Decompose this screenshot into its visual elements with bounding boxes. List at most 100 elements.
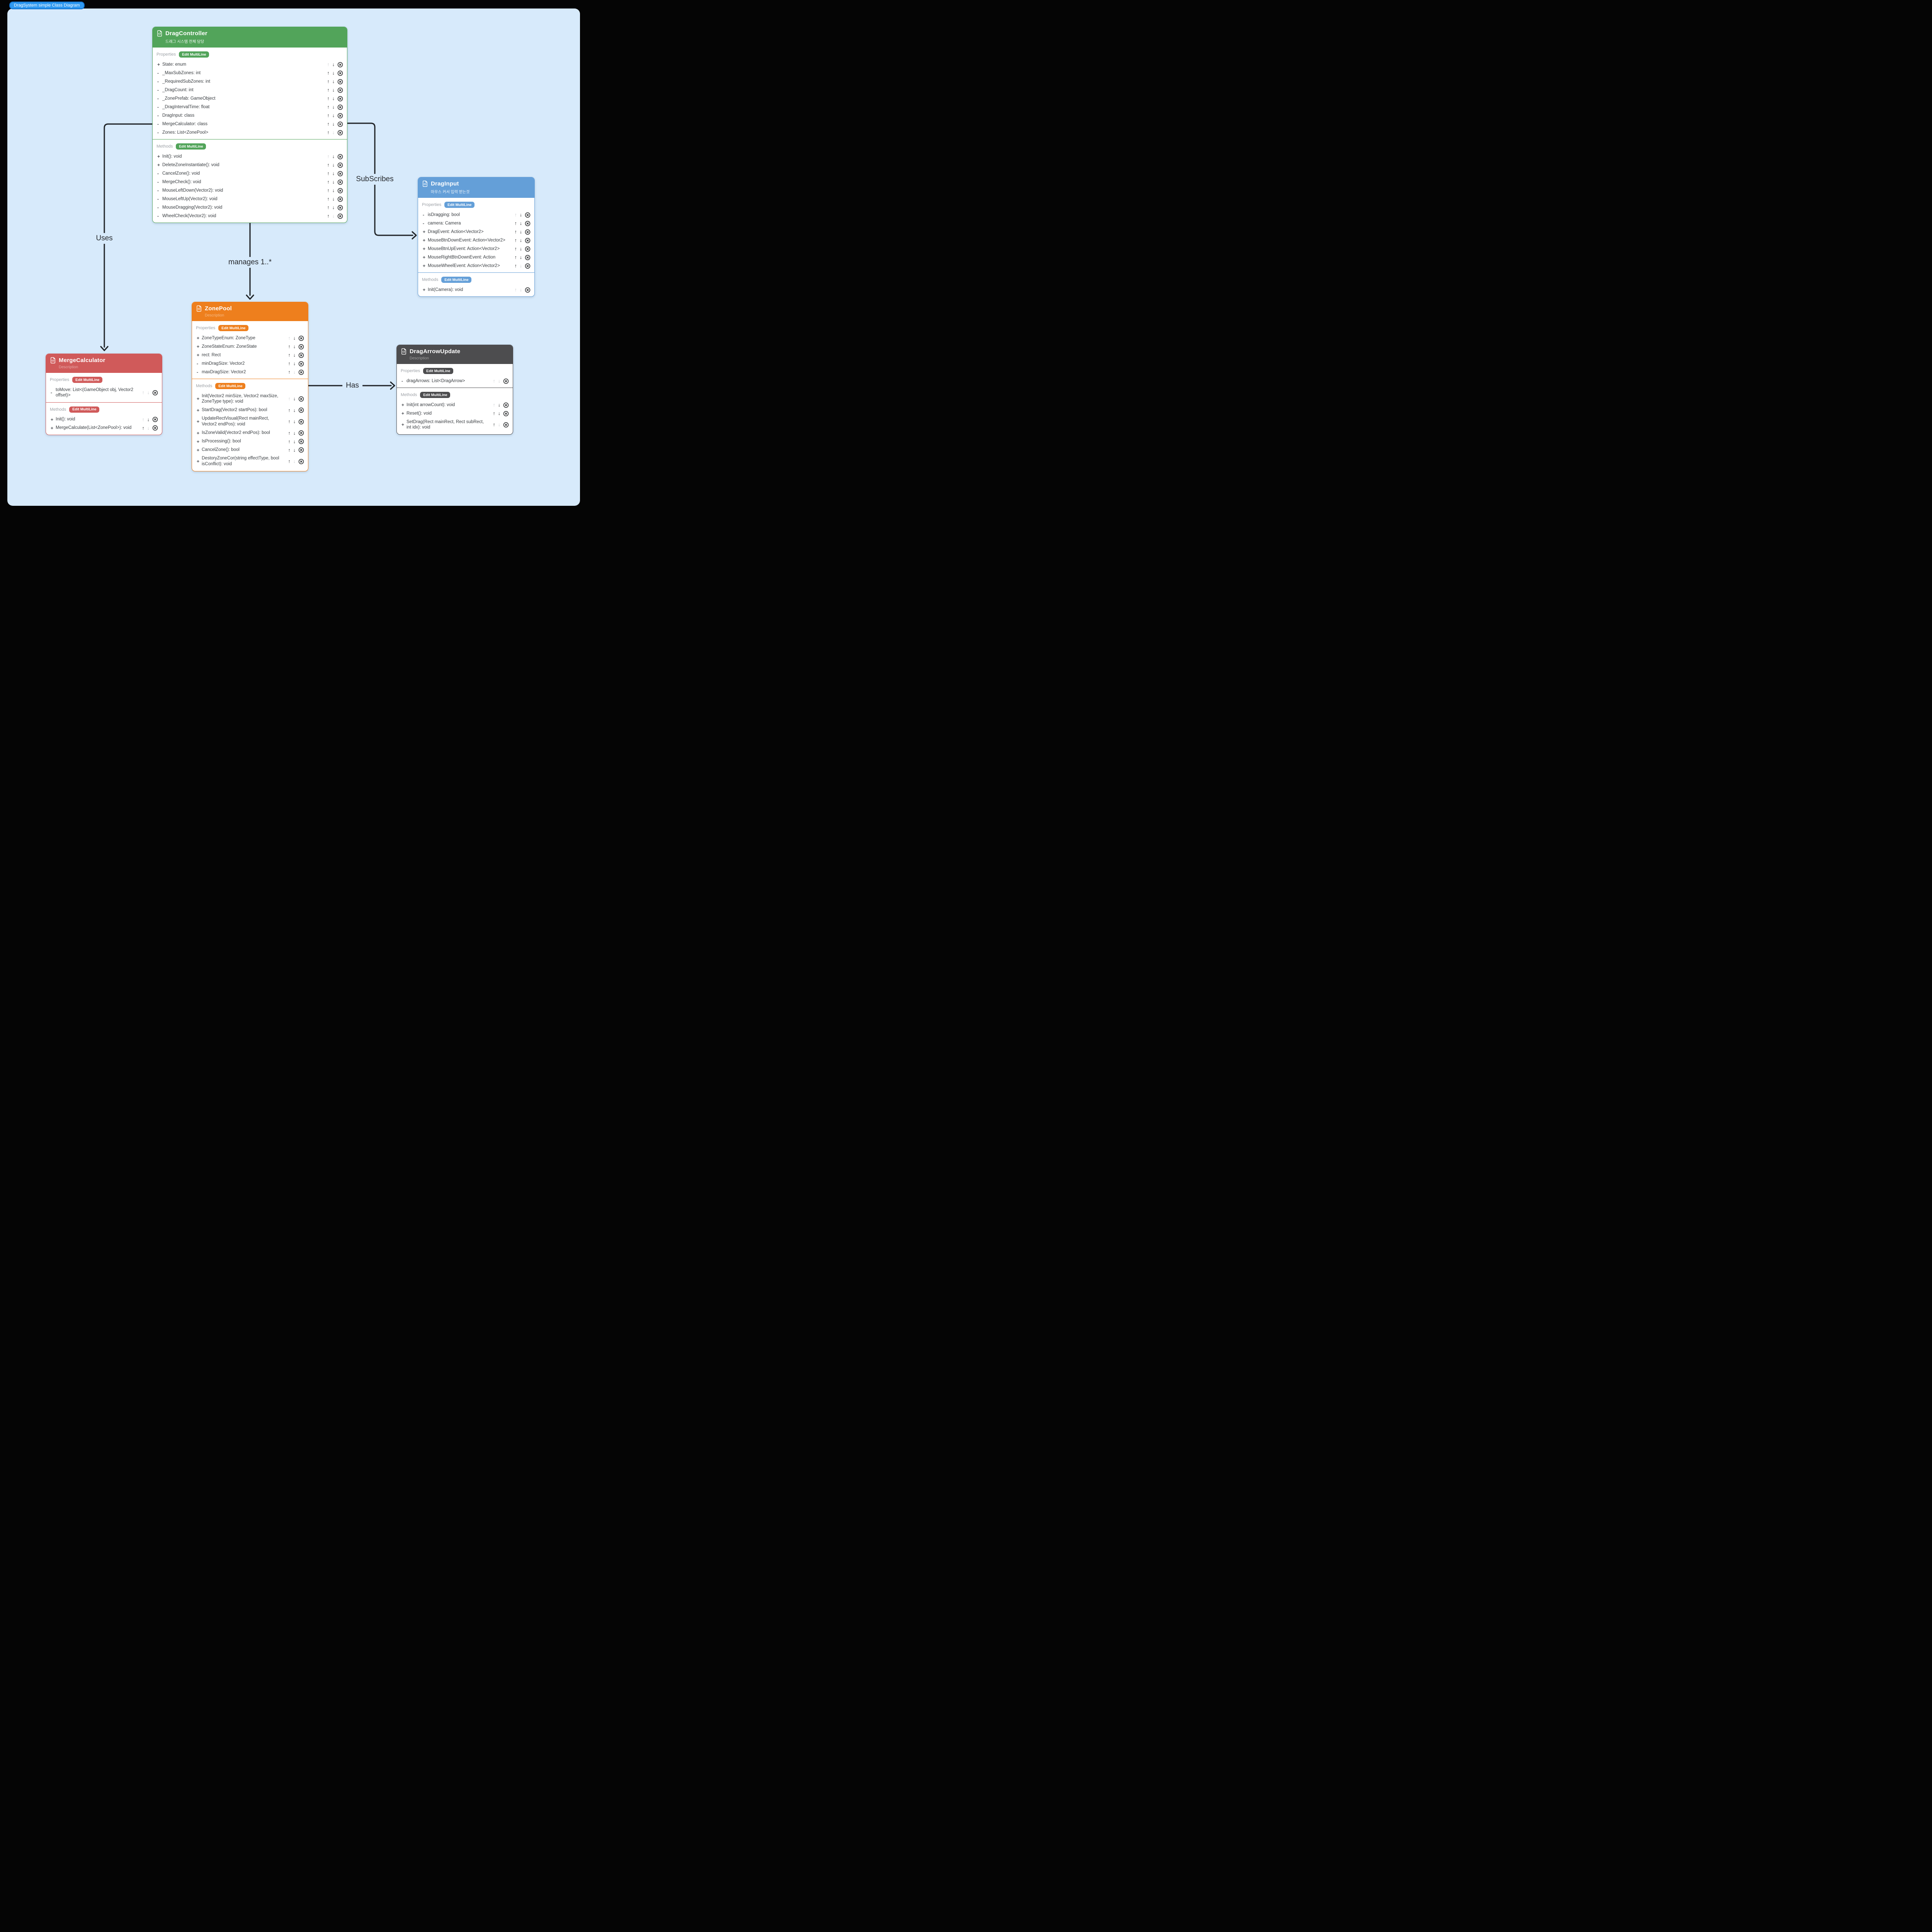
delete-button[interactable] <box>337 154 343 160</box>
move-up-button[interactable]: ↑ <box>493 422 495 428</box>
move-down-button[interactable]: ↓ <box>293 361 296 366</box>
edit-multiline-button[interactable]: Edit MultiLine <box>444 202 475 208</box>
move-up-button[interactable]: ↑ <box>514 229 517 235</box>
move-up-button[interactable]: ↑ <box>327 104 330 110</box>
edit-multiline-button[interactable]: Edit MultiLine <box>72 377 103 383</box>
move-down-button[interactable]: ↓ <box>498 422 500 428</box>
move-down-button[interactable]: ↓ <box>332 62 335 67</box>
move-down-button[interactable]: ↓ <box>147 425 150 431</box>
move-up-button[interactable]: ↑ <box>327 213 330 219</box>
move-down-button[interactable]: ↓ <box>293 439 296 444</box>
delete-button[interactable] <box>503 411 509 417</box>
move-down-button[interactable]: ↓ <box>293 352 296 358</box>
class-description-field[interactable]: 드래그 시스템 전체 담당 <box>165 40 204 44</box>
move-up-button[interactable]: ↑ <box>514 246 517 252</box>
delete-button[interactable] <box>525 229 531 235</box>
delete-button[interactable] <box>298 430 304 436</box>
delete-button[interactable] <box>337 179 343 185</box>
delete-button[interactable] <box>337 162 343 168</box>
move-down-button[interactable]: ↓ <box>498 378 500 384</box>
move-down-button[interactable]: ↓ <box>293 407 296 413</box>
move-down-button[interactable]: ↓ <box>147 390 150 396</box>
class-description-field[interactable]: Description <box>205 313 224 318</box>
delete-button[interactable] <box>503 422 509 428</box>
move-up-button[interactable]: ↑ <box>288 396 291 402</box>
class-description-field[interactable]: Description <box>59 365 78 369</box>
move-up-button[interactable]: ↑ <box>327 130 330 135</box>
edit-multiline-button[interactable]: Edit MultiLine <box>423 368 454 374</box>
move-up-button[interactable]: ↑ <box>288 407 291 413</box>
move-down-button[interactable]: ↓ <box>498 402 500 408</box>
delete-button[interactable] <box>337 171 343 177</box>
move-down-button[interactable]: ↓ <box>293 396 296 402</box>
move-up-button[interactable]: ↑ <box>327 113 330 118</box>
move-up-button[interactable]: ↑ <box>288 335 291 341</box>
move-down-button[interactable]: ↓ <box>332 154 335 159</box>
move-down-button[interactable]: ↓ <box>519 255 522 260</box>
delete-button[interactable] <box>337 130 343 136</box>
move-up-button[interactable]: ↑ <box>493 411 495 416</box>
delete-button[interactable] <box>298 352 304 358</box>
delete-button[interactable] <box>152 425 158 431</box>
move-down-button[interactable]: ↓ <box>332 79 335 84</box>
move-down-button[interactable]: ↓ <box>332 130 335 135</box>
delete-button[interactable] <box>503 402 509 408</box>
move-up-button[interactable]: ↑ <box>288 344 291 349</box>
delete-button[interactable] <box>337 213 343 219</box>
move-up-button[interactable]: ↑ <box>327 70 330 76</box>
move-down-button[interactable]: ↓ <box>519 246 522 252</box>
move-down-button[interactable]: ↓ <box>332 205 335 210</box>
move-up-button[interactable]: ↑ <box>514 255 517 260</box>
delete-button[interactable] <box>337 113 343 119</box>
move-down-button[interactable]: ↓ <box>332 113 335 118</box>
move-down-button[interactable]: ↓ <box>332 213 335 219</box>
move-down-button[interactable]: ↓ <box>147 417 150 422</box>
move-up-button[interactable]: ↑ <box>142 417 145 422</box>
move-up-button[interactable]: ↑ <box>327 171 330 176</box>
delete-button[interactable] <box>152 390 158 396</box>
move-down-button[interactable]: ↓ <box>332 104 335 110</box>
move-down-button[interactable]: ↓ <box>332 179 335 185</box>
move-up-button[interactable]: ↑ <box>327 188 330 193</box>
delete-button[interactable] <box>298 369 304 375</box>
class-description-field[interactable]: 마우스 커서 입력 받는것 <box>431 190 470 194</box>
move-down-button[interactable]: ↓ <box>293 430 296 436</box>
move-down-button[interactable]: ↓ <box>519 287 522 293</box>
move-down-button[interactable]: ↓ <box>332 162 335 168</box>
move-up-button[interactable]: ↑ <box>288 361 291 366</box>
delete-button[interactable] <box>525 246 531 252</box>
move-up-button[interactable]: ↑ <box>327 87 330 93</box>
delete-button[interactable] <box>525 221 531 226</box>
move-up-button[interactable]: ↑ <box>327 154 330 159</box>
delete-button[interactable] <box>337 196 343 202</box>
edit-multiline-button[interactable]: Edit MultiLine <box>69 406 100 413</box>
delete-button[interactable] <box>525 255 531 260</box>
delete-button[interactable] <box>337 96 343 102</box>
move-down-button[interactable]: ↓ <box>332 87 335 93</box>
move-down-button[interactable]: ↓ <box>519 212 522 218</box>
delete-button[interactable] <box>337 87 343 93</box>
move-down-button[interactable]: ↓ <box>293 459 296 464</box>
move-up-button[interactable]: ↑ <box>288 419 291 425</box>
move-up-button[interactable]: ↑ <box>327 62 330 67</box>
move-up-button[interactable]: ↑ <box>514 221 517 226</box>
delete-button[interactable] <box>298 361 304 367</box>
move-down-button[interactable]: ↓ <box>519 229 522 235</box>
move-up-button[interactable]: ↑ <box>514 263 517 269</box>
move-down-button[interactable]: ↓ <box>293 419 296 425</box>
delete-button[interactable] <box>298 396 304 402</box>
move-up-button[interactable]: ↑ <box>288 430 291 436</box>
move-down-button[interactable]: ↓ <box>332 121 335 127</box>
move-down-button[interactable]: ↓ <box>293 344 296 349</box>
move-up-button[interactable]: ↑ <box>327 121 330 127</box>
move-up-button[interactable]: ↑ <box>514 238 517 243</box>
move-up-button[interactable]: ↑ <box>327 196 330 202</box>
move-up-button[interactable]: ↑ <box>142 425 145 431</box>
move-down-button[interactable]: ↓ <box>498 411 500 416</box>
delete-button[interactable] <box>298 419 304 425</box>
diagram-title-badge[interactable]: DragSystem simple Class Diagram <box>9 2 85 9</box>
delete-button[interactable] <box>525 238 531 243</box>
delete-button[interactable] <box>298 459 304 464</box>
